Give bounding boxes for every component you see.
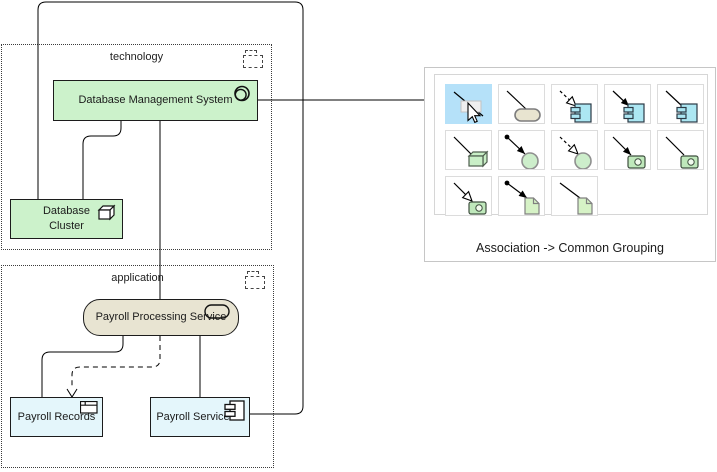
resource-catalog-caption: Association -> Common Grouping <box>476 241 664 255</box>
component-icon <box>224 400 246 424</box>
group-technology-label: technology <box>109 51 164 63</box>
node-label: Payroll Processing Service <box>95 311 227 324</box>
node-payroll-service[interactable]: Payroll Service <box>150 397 250 437</box>
node-payroll-records[interactable]: Payroll Records <box>10 397 103 437</box>
group-technology[interactable]: technology <box>1 44 272 250</box>
connector-cluster-to-payroll-service[interactable] <box>37 1 304 415</box>
node-label: Database Management System <box>78 94 233 107</box>
grouping-icon <box>243 50 264 68</box>
application-service-icon <box>204 304 230 322</box>
resource-catalog-popup: Association -> Common Grouping <box>424 67 716 262</box>
node-payroll-processing-service[interactable]: Payroll Processing Service <box>83 299 239 336</box>
palette-cell-association-to-node[interactable] <box>445 130 492 170</box>
palette-cell-realization-to-interface[interactable] <box>551 130 598 170</box>
connector-pps-to-records-dashed[interactable] <box>71 336 161 389</box>
palette-cell-open-arrow-to-device[interactable] <box>445 176 492 216</box>
connector-dms-to-cluster[interactable] <box>82 121 122 199</box>
palette-cell-composition-to-artifact[interactable] <box>498 176 545 216</box>
node-database-cluster[interactable]: Database Cluster <box>10 199 123 239</box>
group-application[interactable]: application <box>1 265 274 468</box>
group-application-label: application <box>111 272 164 284</box>
system-software-icon <box>232 84 252 107</box>
palette-cell-association-to-device[interactable] <box>657 130 704 170</box>
node-cube-icon <box>97 204 116 224</box>
node-database-management-system[interactable]: Database Management System <box>53 80 258 121</box>
palette-cell-realization-to-application-component[interactable] <box>551 84 598 124</box>
grouping-icon <box>245 271 266 289</box>
data-object-icon <box>79 400 98 417</box>
open-arrowhead <box>66 388 78 398</box>
node-label: Payroll Service <box>156 410 230 423</box>
palette-cell-directed-association-to-device[interactable] <box>604 130 651 170</box>
palette-cell-association-to-artifact[interactable] <box>551 176 598 216</box>
palette-cell-association-to-application-component[interactable] <box>657 84 704 124</box>
palette-cell-directed-association-to-application-component[interactable] <box>604 84 651 124</box>
mouse-cursor <box>460 100 482 124</box>
node-label: Database Cluster <box>42 205 91 232</box>
palette-cell-composition-to-interface[interactable] <box>498 130 545 170</box>
connector-pps-to-records[interactable] <box>41 336 124 397</box>
palette-cell-association-to-application-service[interactable] <box>498 84 545 124</box>
resource-catalog-grid <box>434 74 708 216</box>
node-label: Payroll Records <box>17 410 96 423</box>
